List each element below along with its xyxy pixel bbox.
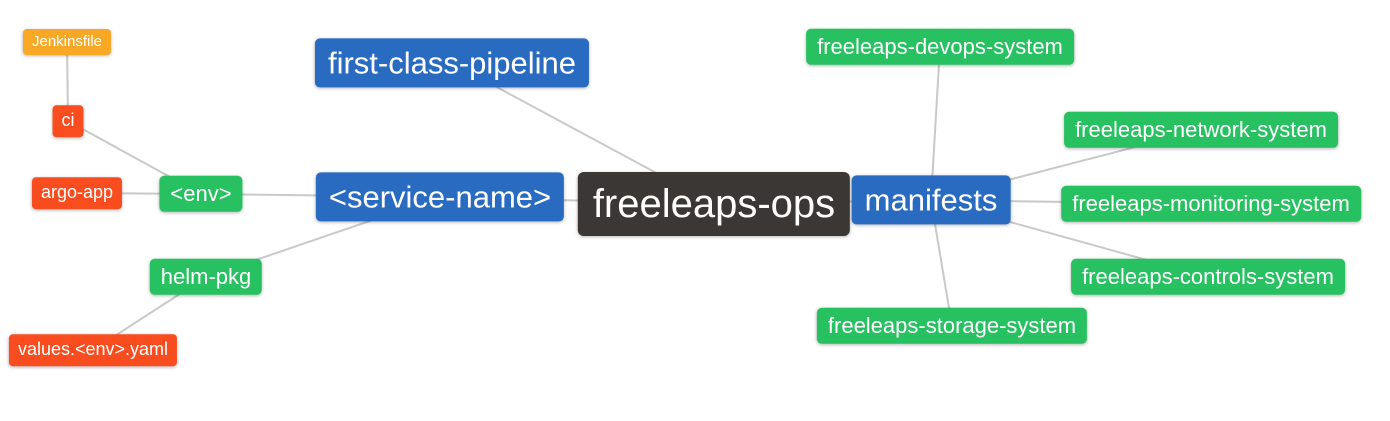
mindmap-node-manifests[interactable]: manifests	[851, 175, 1011, 225]
edge-devops_system-manifests	[930, 46, 941, 201]
mindmap-node-jenkinsfile[interactable]: Jenkinsfile	[22, 29, 112, 55]
mindmap-node-freeleaps-ops[interactable]: freeleaps-ops	[577, 172, 851, 236]
mindmap-node-ci[interactable]: ci	[52, 105, 84, 137]
mindmap-node-service-name[interactable]: <service-name>	[315, 172, 565, 222]
mindmap-node-argo-app[interactable]: argo-app	[31, 177, 123, 209]
mindmap-node-values-env-yaml[interactable]: values.<env>.yaml	[8, 334, 178, 366]
mindmap-node-freeleaps-monitoring-system[interactable]: freeleaps-monitoring-system	[1061, 185, 1361, 223]
mindmap-node-freeleaps-storage-system[interactable]: freeleaps-storage-system	[816, 307, 1088, 345]
mindmap-node-freeleaps-devops-system[interactable]: freeleaps-devops-system	[806, 28, 1074, 66]
mindmap-node-helm-pkg[interactable]: helm-pkg	[149, 258, 263, 296]
mindmap-node-freeleaps-network-system[interactable]: freeleaps-network-system	[1064, 111, 1338, 149]
mindmap-node-first-class-pipeline[interactable]: first-class-pipeline	[314, 38, 590, 88]
mindmap-node-env[interactable]: <env>	[159, 175, 243, 213]
mindmap-node-freeleaps-controls-system[interactable]: freeleaps-controls-system	[1071, 258, 1345, 296]
